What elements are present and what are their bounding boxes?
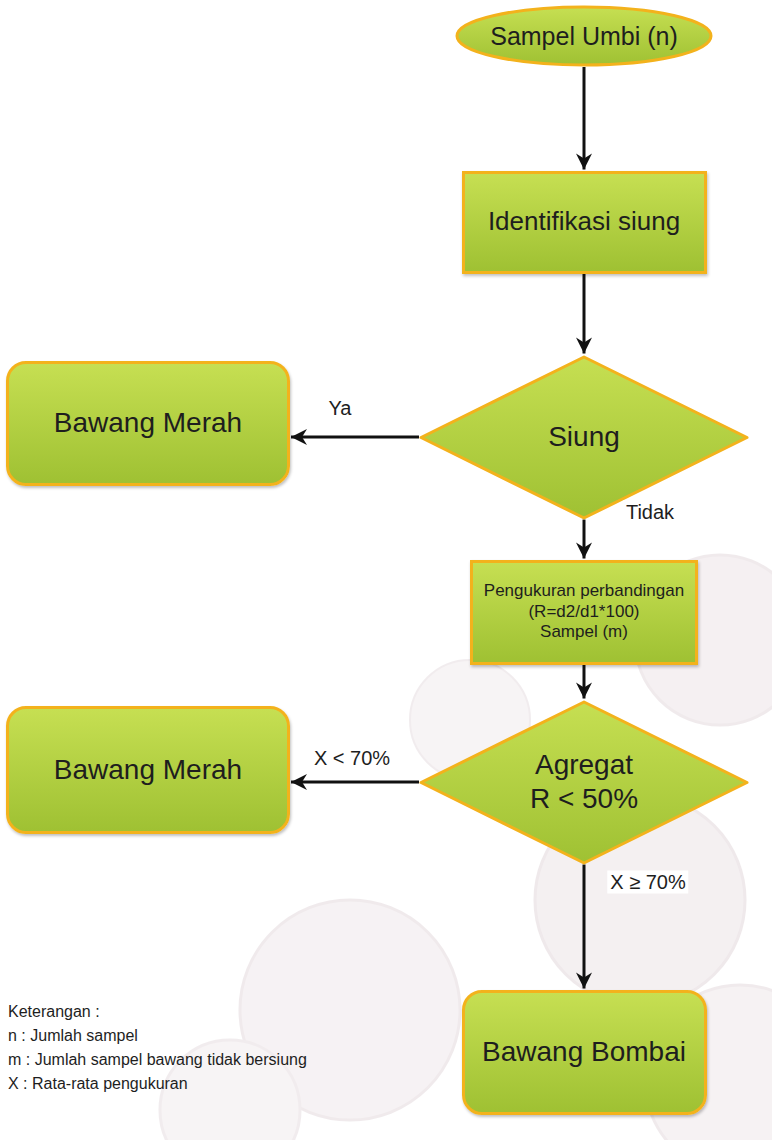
diamond-shape: [421, 357, 747, 518]
decision-diamond: Agregat R < 50%: [419, 700, 749, 865]
node-text-wrap: Bawang Merah: [9, 709, 287, 831]
node-label: Bawang Merah: [54, 406, 242, 440]
node-text-wrap: Sampel Umbi (n): [455, 5, 713, 67]
edge-label: X ≥ 70%: [607, 871, 688, 894]
node-label: Sampel Umbi (n): [490, 21, 678, 51]
key-note: n : Jumlah sampel: [8, 1027, 138, 1045]
flow-arrow: [583, 67, 586, 170]
result-box: Bawang Merah: [6, 361, 290, 486]
decision-diamond: Siung: [419, 355, 749, 520]
result-box: Bawang Bombai: [462, 990, 707, 1115]
node-label: Bawang Bombai: [482, 1035, 686, 1069]
node-text-wrap: Bawang Merah: [9, 364, 287, 483]
decision-diamond-outline: [419, 700, 749, 865]
key-note: Keterangan :: [8, 1003, 100, 1021]
edge-label: Ya: [326, 397, 355, 420]
key-note: X : Rata-rata pengukuran: [8, 1075, 188, 1093]
node-label: Agregat R < 50%: [527, 748, 642, 815]
node-label: Identifikasi siung: [488, 206, 680, 237]
node-label: Bawang Merah: [54, 753, 242, 787]
start-ellipse: Sampel Umbi (n): [455, 5, 713, 67]
ellipse-shape: [457, 7, 711, 65]
flow-arrow: [583, 520, 586, 559]
node-text-wrap: Bawang Bombai: [465, 993, 704, 1112]
node-text-wrap: Pengukuran perbandingan(R=d2/d1*100)Samp…: [473, 563, 695, 662]
process-box: Identifikasi siung: [462, 171, 707, 274]
node-text-wrap: Agregat R < 50%: [419, 700, 749, 865]
node-text-wrap: Identifikasi siung: [465, 174, 704, 271]
edge-label: X < 70%: [311, 747, 393, 770]
node-label: Pengukuran perbandingan: [484, 581, 684, 601]
result-box: Bawang Merah: [6, 706, 290, 834]
edge-label: Tidak: [623, 501, 677, 524]
node-label: (R=d2/d1*100): [528, 602, 639, 622]
flow-arrow: [583, 865, 586, 989]
process-box: Pengukuran perbandingan(R=d2/d1*100)Samp…: [470, 560, 698, 665]
key-note: m : Jumlah sampel bawang tidak bersiung: [8, 1051, 307, 1069]
flow-arrow: [291, 781, 419, 784]
node-text-wrap: Siung: [419, 355, 749, 520]
flow-arrow: [583, 274, 586, 354]
node-label: Sampel (m): [540, 622, 628, 642]
diamond-shape: [421, 702, 747, 863]
node-label: Siung: [548, 420, 620, 454]
flow-arrow: [582, 665, 585, 699]
flow-arrow: [291, 436, 419, 439]
